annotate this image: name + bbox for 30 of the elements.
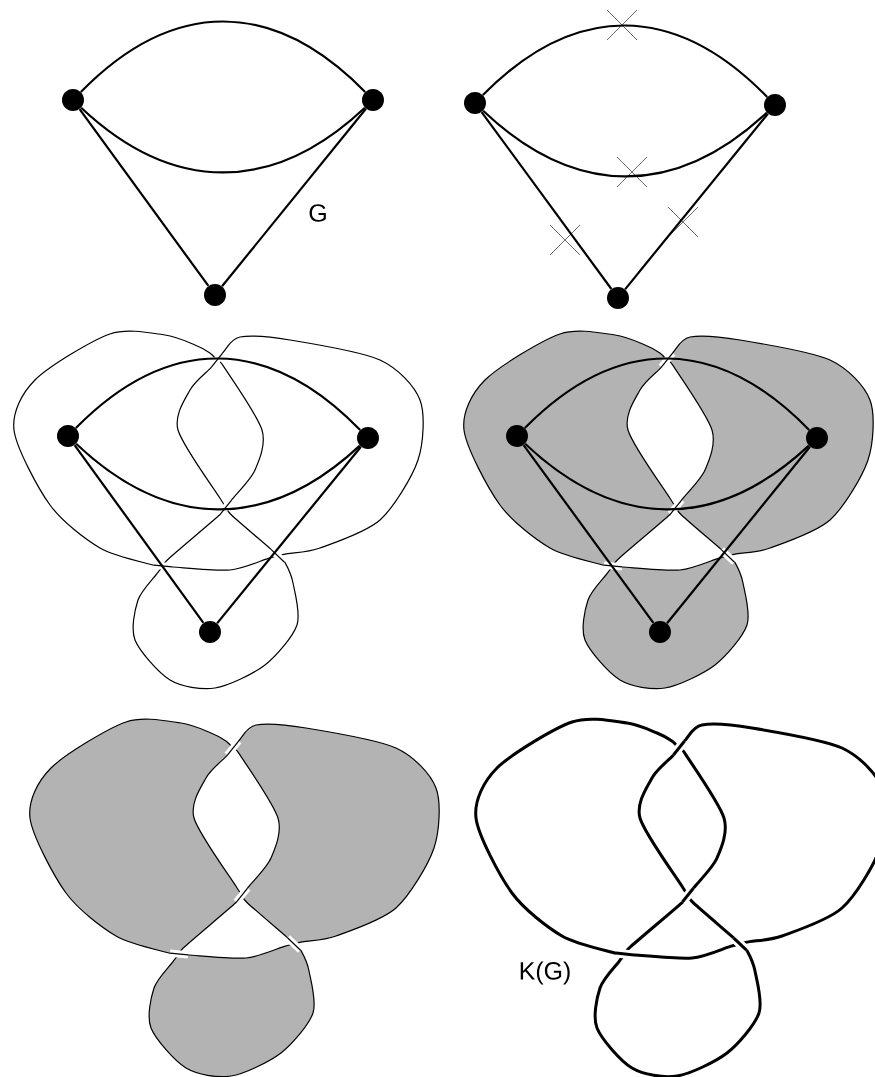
graph-edge: [480, 111, 613, 290]
vertex-dot: [607, 287, 629, 309]
graph-edge: [482, 24, 768, 98]
graph-label: K(G): [520, 961, 570, 985]
vertex-dot: [357, 427, 379, 449]
graph-edge: [80, 106, 366, 174]
graph-edge: [80, 20, 366, 93]
graph-edge: [78, 108, 210, 287]
graph-label: G: [309, 204, 326, 222]
graph-edge: [75, 357, 361, 431]
graph-edge: [522, 444, 655, 624]
graph-edge: [73, 444, 205, 624]
vertex-dot: [199, 621, 221, 643]
graph-edge: [75, 442, 361, 511]
graph-edge: [524, 357, 810, 431]
graph-edge: [524, 442, 810, 511]
vertex-dot: [204, 284, 226, 306]
vertex-dot: [764, 94, 786, 116]
vertex-dot: [649, 621, 671, 643]
graph-edge: [624, 113, 769, 290]
vertex-dot: [57, 425, 79, 447]
graph-edge: [666, 446, 811, 624]
graph-edge: [221, 108, 367, 287]
graph-edge: [482, 109, 768, 178]
vertex-dot: [62, 89, 84, 111]
vertex-dot: [362, 89, 384, 111]
vertex-dot: [464, 92, 486, 114]
graph-edge: [216, 446, 362, 624]
vertex-dot: [806, 427, 828, 449]
vertex-dot: [506, 425, 528, 447]
